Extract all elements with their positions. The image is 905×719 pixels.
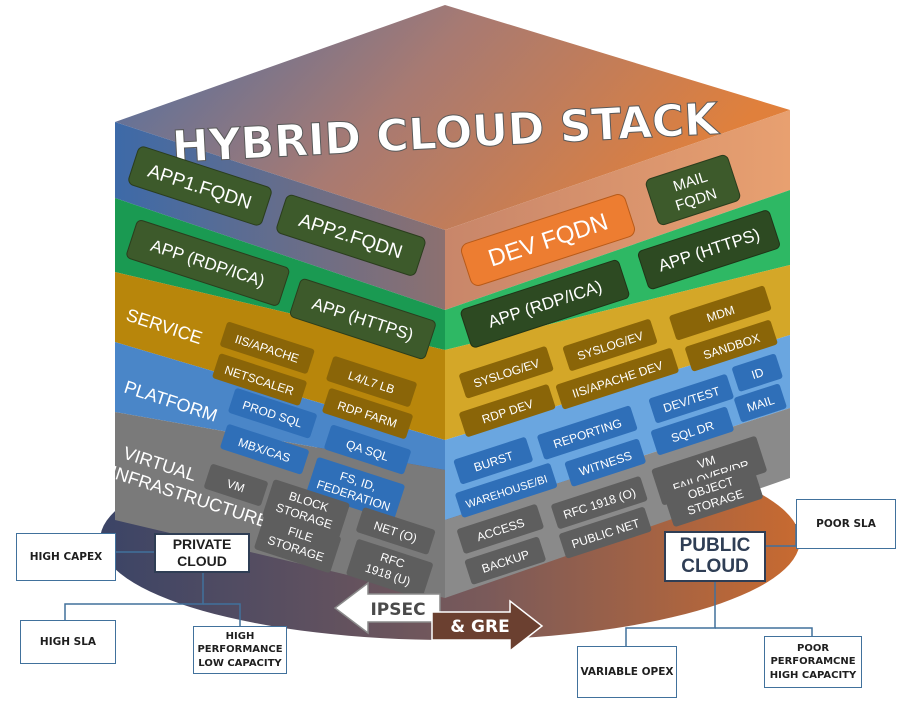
net-o-box xyxy=(356,507,436,555)
id-label: ID xyxy=(750,365,766,382)
file-storage-box xyxy=(254,513,341,573)
high-sla-text: HIGH SLA xyxy=(39,635,97,648)
poor-sla-text: POOR SLA xyxy=(816,517,876,530)
dev-fqdn-box xyxy=(460,194,636,286)
public-cloud-line2: CLOUD xyxy=(681,555,749,577)
witness-box xyxy=(564,439,646,487)
high-performance-callout: HIGH PERFORMANCE LOW CAPACITY xyxy=(193,626,287,674)
right-app-rdp-box xyxy=(460,259,630,348)
private-cloud-line1: PRIVATE xyxy=(172,536,232,553)
rdp-farm-box xyxy=(322,388,413,439)
mdm-box xyxy=(669,285,772,340)
netscaler-box xyxy=(212,353,307,406)
l4-l7-lb-box xyxy=(326,356,417,407)
mbx-cas-box xyxy=(220,424,309,475)
sandbox-box xyxy=(685,320,778,372)
id-box xyxy=(732,353,783,392)
variable-opex-callout: VARIABLE OPEX xyxy=(577,646,677,698)
private-cloud-line2: CLOUD xyxy=(177,553,227,569)
poor-perf-line1: POOR xyxy=(796,642,830,654)
poor-perf-line2: PERFORAMCNE xyxy=(770,656,856,668)
syslog-ev-1-box xyxy=(459,346,554,399)
private-cloud-label: PRIVATE CLOUD xyxy=(154,533,250,573)
right-app-https-box xyxy=(637,210,780,290)
iis-apache-box xyxy=(220,322,315,374)
ipsec-arrow xyxy=(333,581,441,635)
ipsec-label: IPSEC xyxy=(370,600,425,620)
right-vm-label: VM xyxy=(696,453,717,472)
rfc1918-o-box xyxy=(551,476,648,529)
left-vm-box xyxy=(204,464,268,506)
high-capex-callout: HIGH CAPEX xyxy=(16,533,116,581)
right-mail-box xyxy=(734,383,787,422)
connector-private-sla xyxy=(64,571,204,620)
reporting-box xyxy=(537,405,638,460)
public-cloud-line1: PUBLIC xyxy=(679,534,751,556)
left-vm-label: VM xyxy=(225,477,246,496)
fs-id-federation-box xyxy=(306,457,405,521)
connector-private-perf xyxy=(203,603,241,626)
block-storage-box xyxy=(262,479,350,541)
left-app-https-box xyxy=(289,278,436,360)
app2-fqdn-box xyxy=(276,194,426,276)
object-storage-box xyxy=(663,464,763,527)
mail-fqdn-box xyxy=(645,154,741,226)
qa-sql-box xyxy=(324,425,411,475)
high-perf-line1: HIGH xyxy=(225,630,255,642)
variable-opex-text: VARIABLE OPEX xyxy=(580,665,674,678)
warehouse-bi-box xyxy=(455,463,558,518)
rdp-dev-box xyxy=(459,384,556,437)
iis-apache-dev-box xyxy=(556,348,679,410)
app1-fqdn-box xyxy=(128,146,272,226)
cube-top-face xyxy=(115,5,790,230)
burst-box xyxy=(453,437,533,484)
high-sla-callout: HIGH SLA xyxy=(20,620,116,664)
syslog-ev-2-box xyxy=(563,319,657,371)
public-cloud-label: PUBLIC CLOUD xyxy=(664,531,766,582)
poor-perf-line3: HIGH CAPACITY xyxy=(769,669,857,681)
sql-dr-box xyxy=(651,407,734,455)
access-box xyxy=(457,504,544,554)
left-app-rdp-box xyxy=(126,219,290,306)
public-net-box xyxy=(559,507,652,559)
poor-sla-callout: POOR SLA xyxy=(796,499,896,549)
gre-label: & GRE xyxy=(450,617,509,637)
dev-test-box xyxy=(649,374,734,423)
high-capex-text: HIGH CAPEX xyxy=(29,550,103,563)
high-perf-line2: PERFORMANCE xyxy=(197,644,283,656)
connector-public-opex xyxy=(625,582,716,646)
poor-performance-callout: POOR PERFORAMCNE HIGH CAPACITY xyxy=(764,636,862,688)
prod-sql-box xyxy=(228,388,317,439)
backup-box xyxy=(464,537,546,585)
gre-arrow xyxy=(431,599,544,653)
connector-public-perf xyxy=(715,627,813,636)
high-perf-line3: LOW CAPACITY xyxy=(198,657,282,669)
rfc1918-u-box xyxy=(346,539,433,599)
